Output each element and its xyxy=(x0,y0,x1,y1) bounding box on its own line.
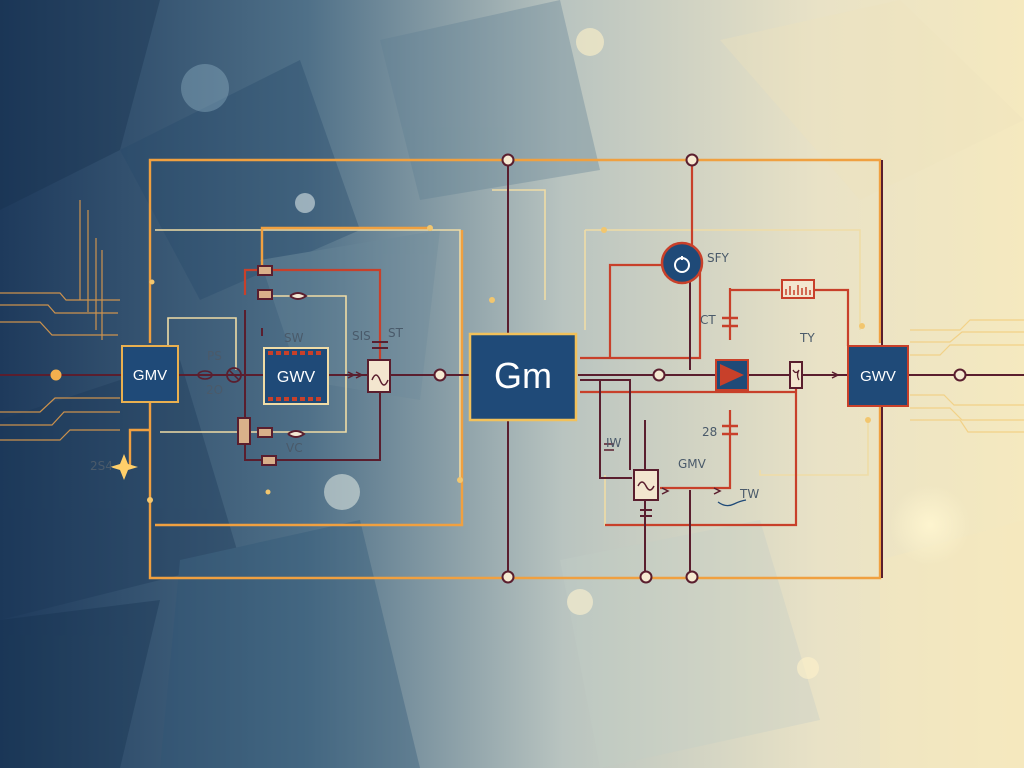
label-ct: CT xyxy=(700,313,716,327)
label-ty: TY xyxy=(799,331,815,345)
waveform-display xyxy=(781,279,815,299)
main-block: Gm xyxy=(468,332,578,422)
oscillator-icon xyxy=(660,241,704,285)
label-20: 2O xyxy=(206,383,223,397)
left-block-label: GMV xyxy=(133,367,167,384)
main-block-label: Gm xyxy=(494,355,552,396)
coil-top xyxy=(722,316,738,436)
resistor-component xyxy=(789,361,840,389)
amplifier-symbol xyxy=(715,359,749,391)
node-left xyxy=(50,369,62,381)
squiggle-mark xyxy=(717,499,747,507)
right-block-label: GWV xyxy=(860,368,896,385)
node-mid-1 xyxy=(433,368,447,382)
bottom-inductor xyxy=(604,443,722,517)
label-sfy: SFY xyxy=(707,251,730,265)
orange-wires xyxy=(128,158,882,580)
label-iw: IW xyxy=(606,436,622,450)
left-block: GMV xyxy=(121,345,179,403)
node-right xyxy=(953,368,967,382)
label-st: ST xyxy=(388,326,404,340)
center-left-block-label: GWV xyxy=(277,369,316,386)
red-wires xyxy=(243,160,850,527)
label-ps: PS xyxy=(207,349,222,363)
spark-icon xyxy=(110,454,138,480)
left-edge-traces xyxy=(0,200,120,441)
node-bottom-3 xyxy=(685,570,699,584)
center-left-block: GWV xyxy=(263,347,329,405)
right-edge-traces xyxy=(910,319,1024,433)
label-254: 2S4 xyxy=(90,459,113,473)
node-top-1 xyxy=(501,153,515,167)
inductor-component xyxy=(347,341,391,393)
label-vc: VC xyxy=(286,441,303,455)
node-bottom-2 xyxy=(639,570,653,584)
label-gmv: GMV xyxy=(678,457,707,471)
capacitor-bottom-left xyxy=(237,417,306,466)
bokeh-dots xyxy=(181,28,970,679)
junction-nodes xyxy=(50,153,967,584)
node-top-2 xyxy=(685,153,699,167)
component-labels: 2S4 PS 2O SW SIS ST VC CT TY SFY 28 GMV … xyxy=(90,251,815,501)
label-sis: SIS xyxy=(352,329,371,343)
node-bottom-1 xyxy=(501,570,515,584)
right-block: GWV xyxy=(847,345,909,407)
small-dots xyxy=(147,225,871,503)
label-tw: TW xyxy=(739,487,759,501)
label-sw: SW xyxy=(284,331,304,345)
capacitor-top-left xyxy=(257,265,308,336)
transistor-symbol xyxy=(197,367,242,383)
label-28: 28 xyxy=(702,425,717,439)
node-mid-2 xyxy=(652,368,666,382)
